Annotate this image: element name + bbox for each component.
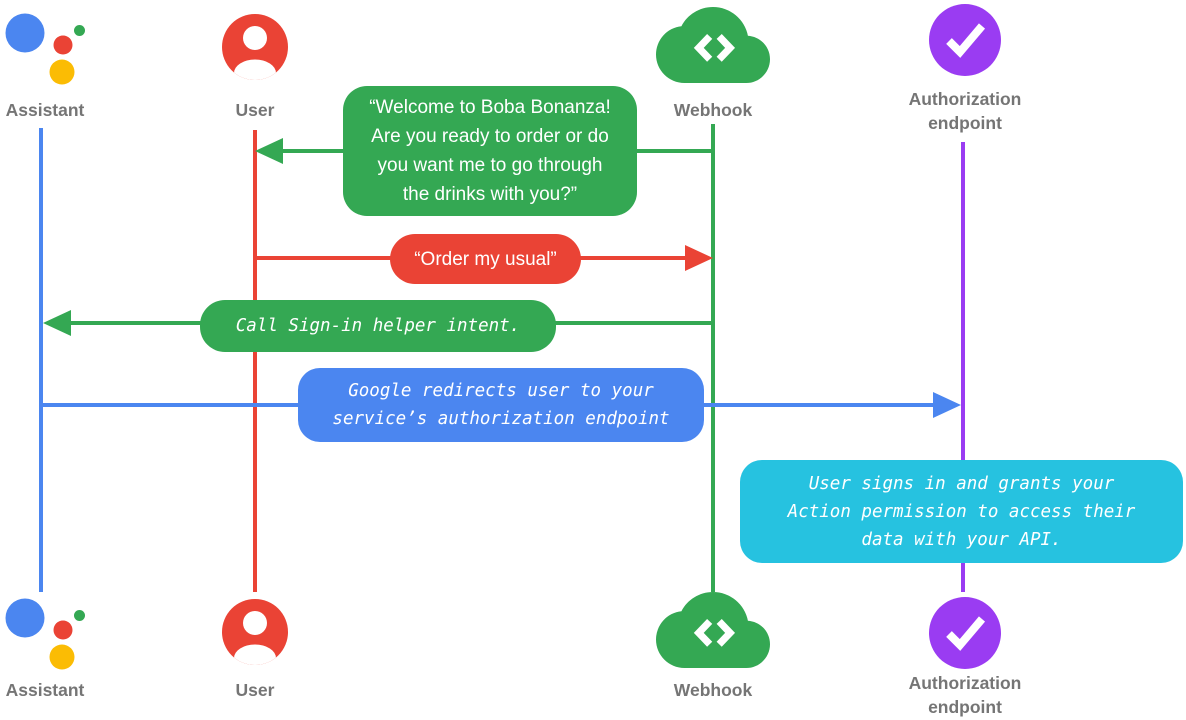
message-bubble-order-my-usual: “Order my usual” — [390, 234, 581, 284]
authorization-endpoint-icon — [929, 597, 1001, 669]
actor-label-webhook: Webhook — [673, 100, 753, 120]
lifeline-authorization-endpoint — [961, 142, 965, 592]
actor-label-authorization-endpoint: Authorization endpoint — [908, 89, 1022, 133]
actor-label-authorization-endpoint: Authorization endpoint — [908, 673, 1022, 717]
message-bubble-welcome: “Welcome to Boba Bonanza! Are you ready … — [343, 86, 637, 216]
lifeline-webhook — [711, 124, 715, 592]
actor-label-user: User — [235, 680, 275, 700]
arrowhead-left-icon — [43, 310, 71, 336]
message-bubble-google-redirect: Google redirects user to your service’s … — [298, 368, 704, 442]
webhook-icon — [656, 592, 770, 668]
arrowhead-right-icon — [685, 245, 713, 271]
message-bubble-signin-helper-intent: Call Sign-in helper intent. — [200, 300, 556, 352]
lifeline-assistant — [39, 128, 43, 592]
actor-label-webhook: Webhook — [673, 680, 753, 700]
user-icon — [222, 599, 288, 665]
assistant-icon — [5, 598, 85, 670]
arrowhead-left-icon — [255, 138, 283, 164]
actor-label-assistant: Assistant — [5, 680, 85, 700]
actor-label-assistant: Assistant — [5, 100, 85, 120]
arrowhead-right-icon — [933, 392, 961, 418]
actor-label-user: User — [235, 100, 275, 120]
lifeline-user — [253, 130, 257, 592]
authorization-endpoint-icon — [929, 4, 1001, 76]
note-bubble-user-signs-in: User signs in and grants your Action per… — [740, 460, 1183, 563]
assistant-icon — [5, 13, 85, 85]
webhook-icon — [656, 7, 770, 83]
user-icon — [222, 14, 288, 80]
